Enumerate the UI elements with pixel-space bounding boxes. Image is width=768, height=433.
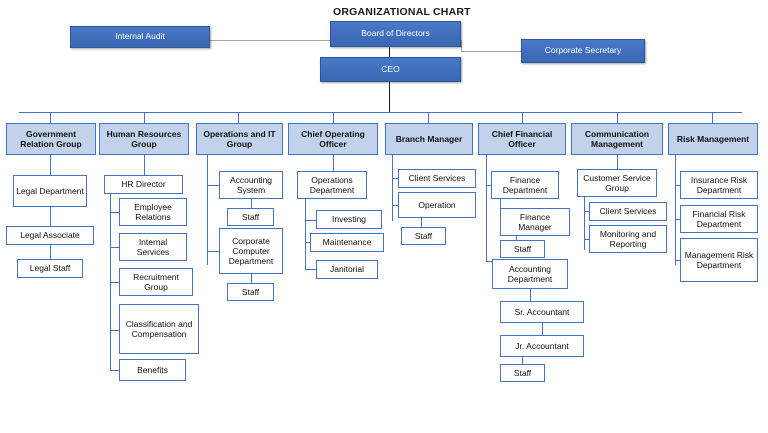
leaf-legal-department[interactable]: Legal Department <box>13 175 87 207</box>
leaf-it-staff-2[interactable]: Staff <box>227 283 274 301</box>
leaf-customer-service-group[interactable]: Customer Service Group <box>577 169 657 197</box>
connector-risk-spine <box>675 155 676 265</box>
connector-cfo-last-staff <box>522 357 523 365</box>
connector-ceo-to-bus <box>389 82 390 113</box>
connector-it-branch-1 <box>207 185 219 186</box>
leaf-operation[interactable]: Operation <box>398 192 476 218</box>
connector-it-spine <box>207 155 208 265</box>
dept-box-communication-management[interactable]: Communication Management <box>571 123 663 155</box>
connector-cfo-sr <box>530 289 531 301</box>
chart-title: ORGANIZATIONAL CHART <box>333 6 471 18</box>
connector-board-to-ceo <box>389 47 390 58</box>
corporate-secretary-box[interactable]: Corporate Secretary <box>521 39 645 63</box>
leaf-recruitment-group[interactable]: Recruitment Group <box>119 268 193 296</box>
connector-gov-2 <box>50 207 51 226</box>
dept-box-branch-manager[interactable]: Branch Manager <box>385 123 473 155</box>
leaf-legal-staff[interactable]: Legal Staff <box>17 259 83 278</box>
connector-gov-1 <box>50 155 51 175</box>
connector-it-staff-2 <box>251 274 252 283</box>
connector-dept-7-drop <box>617 112 618 123</box>
connector-risk-branch-1 <box>675 185 683 186</box>
connector-dept-1-drop <box>50 112 51 123</box>
connector-hr-drop <box>144 155 145 175</box>
leaf-corporate-computer-department[interactable]: Corporate Computer Department <box>219 228 283 274</box>
connector-dept-5-drop <box>428 112 429 123</box>
connector-dept-6-drop <box>522 112 523 123</box>
dept-box-chief-financial-officer[interactable]: Chief Financial Officer <box>478 123 566 155</box>
leaf-monitoring-and-reporting[interactable]: Monitoring and Reporting <box>589 225 667 253</box>
leaf-cfo-staff-2[interactable]: Staff <box>500 364 545 382</box>
dept-box-chief-operating-officer[interactable]: Chief Operating Officer <box>288 123 378 155</box>
leaf-it-staff-1[interactable]: Staff <box>227 208 274 226</box>
connector-hr-branch-1 <box>110 212 119 213</box>
leaf-internal-services[interactable]: Internal Services <box>119 233 187 261</box>
connector-cfo-jr <box>542 323 543 335</box>
connector-gov-3 <box>50 245 51 259</box>
leaf-accounting-system[interactable]: Accounting System <box>219 171 283 199</box>
connector-dept-8-drop <box>712 112 713 123</box>
internal-audit-box[interactable]: Internal Audit <box>70 26 210 48</box>
leaf-finance-manager[interactable]: Finance Manager <box>500 208 570 236</box>
leaf-classification-and-compensation[interactable]: Classification and Compensation <box>119 304 199 354</box>
dept-box-risk-management[interactable]: Risk Management <box>668 123 758 155</box>
connector-branch-spine <box>392 155 393 221</box>
connector-corporate-secretary <box>461 51 523 52</box>
connector-risk-branch-2 <box>675 219 683 220</box>
leaf-maintenance[interactable]: Maintenance <box>310 233 384 252</box>
ceo-box[interactable]: CEO <box>320 57 461 82</box>
leaf-jr-accountant[interactable]: Jr. Accountant <box>500 335 584 357</box>
connector-department-bus <box>19 112 742 113</box>
leaf-finance-department[interactable]: Finance Department <box>491 171 559 199</box>
connector-it-staff-1 <box>251 199 252 208</box>
dept-box-operations-and-it-group[interactable]: Operations and IT Group <box>196 123 283 155</box>
leaf-branch-staff[interactable]: Staff <box>401 227 446 245</box>
dept-box-government-relation-group[interactable]: Government Relation Group <box>6 123 96 155</box>
connector-dept-2-drop <box>144 112 145 123</box>
connector-dept-4-drop <box>333 112 334 123</box>
connector-hr-branch-3 <box>110 282 119 283</box>
leaf-client-services-comm[interactable]: Client Services <box>589 202 667 221</box>
connector-cfo-fm-drop <box>500 199 501 208</box>
connector-hr-branch-4 <box>110 330 119 331</box>
connector-corporate-secretary-vertical <box>461 40 462 52</box>
connector-branch-2 <box>392 205 401 206</box>
connector-coo-spine <box>305 199 306 269</box>
leaf-sr-accountant[interactable]: Sr. Accountant <box>500 301 584 323</box>
connector-cfo-branch-1 <box>486 185 494 186</box>
leaf-management-risk-department[interactable]: Management Risk Department <box>680 238 758 282</box>
leaf-janitorial[interactable]: Janitorial <box>316 260 378 279</box>
leaf-cfo-staff-1[interactable]: Staff <box>500 240 545 258</box>
board-of-directors-box[interactable]: Board of Directors <box>330 21 461 47</box>
leaf-employee-relations[interactable]: Employee Relations <box>119 198 187 226</box>
connector-hr-branch-5 <box>110 370 119 371</box>
leaf-hr-director[interactable]: HR Director <box>104 175 183 194</box>
leaf-operations-department[interactable]: Operations Department <box>297 171 367 199</box>
connector-hr-branch-2 <box>110 247 119 248</box>
connector-comm-branch-1 <box>584 211 593 212</box>
connector-branch-staff <box>421 218 422 227</box>
leaf-investing[interactable]: Investing <box>316 210 382 229</box>
connector-comm-branch-2 <box>584 239 593 240</box>
leaf-client-services-branch[interactable]: Client Services <box>398 169 476 188</box>
connector-coo-drop <box>333 155 334 171</box>
connector-cfo-branch-2 <box>486 261 494 262</box>
leaf-accounting-department[interactable]: Accounting Department <box>492 259 568 289</box>
leaf-benefits[interactable]: Benefits <box>119 359 186 381</box>
connector-dept-3-drop <box>238 112 239 123</box>
connector-coo-branch-3 <box>305 269 316 270</box>
connector-cfo-spine <box>486 155 487 261</box>
leaf-legal-associate[interactable]: Legal Associate <box>6 226 94 245</box>
connector-internal-audit <box>210 40 330 41</box>
connector-risk-branch-3 <box>675 260 683 261</box>
connector-comm-drop <box>617 155 618 169</box>
leaf-financial-risk-department[interactable]: Financial Risk Department <box>680 205 758 233</box>
leaf-insurance-risk-department[interactable]: Insurance Risk Department <box>680 171 758 199</box>
connector-coo-branch-1 <box>305 220 316 221</box>
dept-box-human-resources-group[interactable]: Human Resources Group <box>99 123 189 155</box>
connector-branch-1 <box>392 178 401 179</box>
connector-comm-spine <box>584 197 585 250</box>
connector-it-branch-2 <box>207 251 219 252</box>
